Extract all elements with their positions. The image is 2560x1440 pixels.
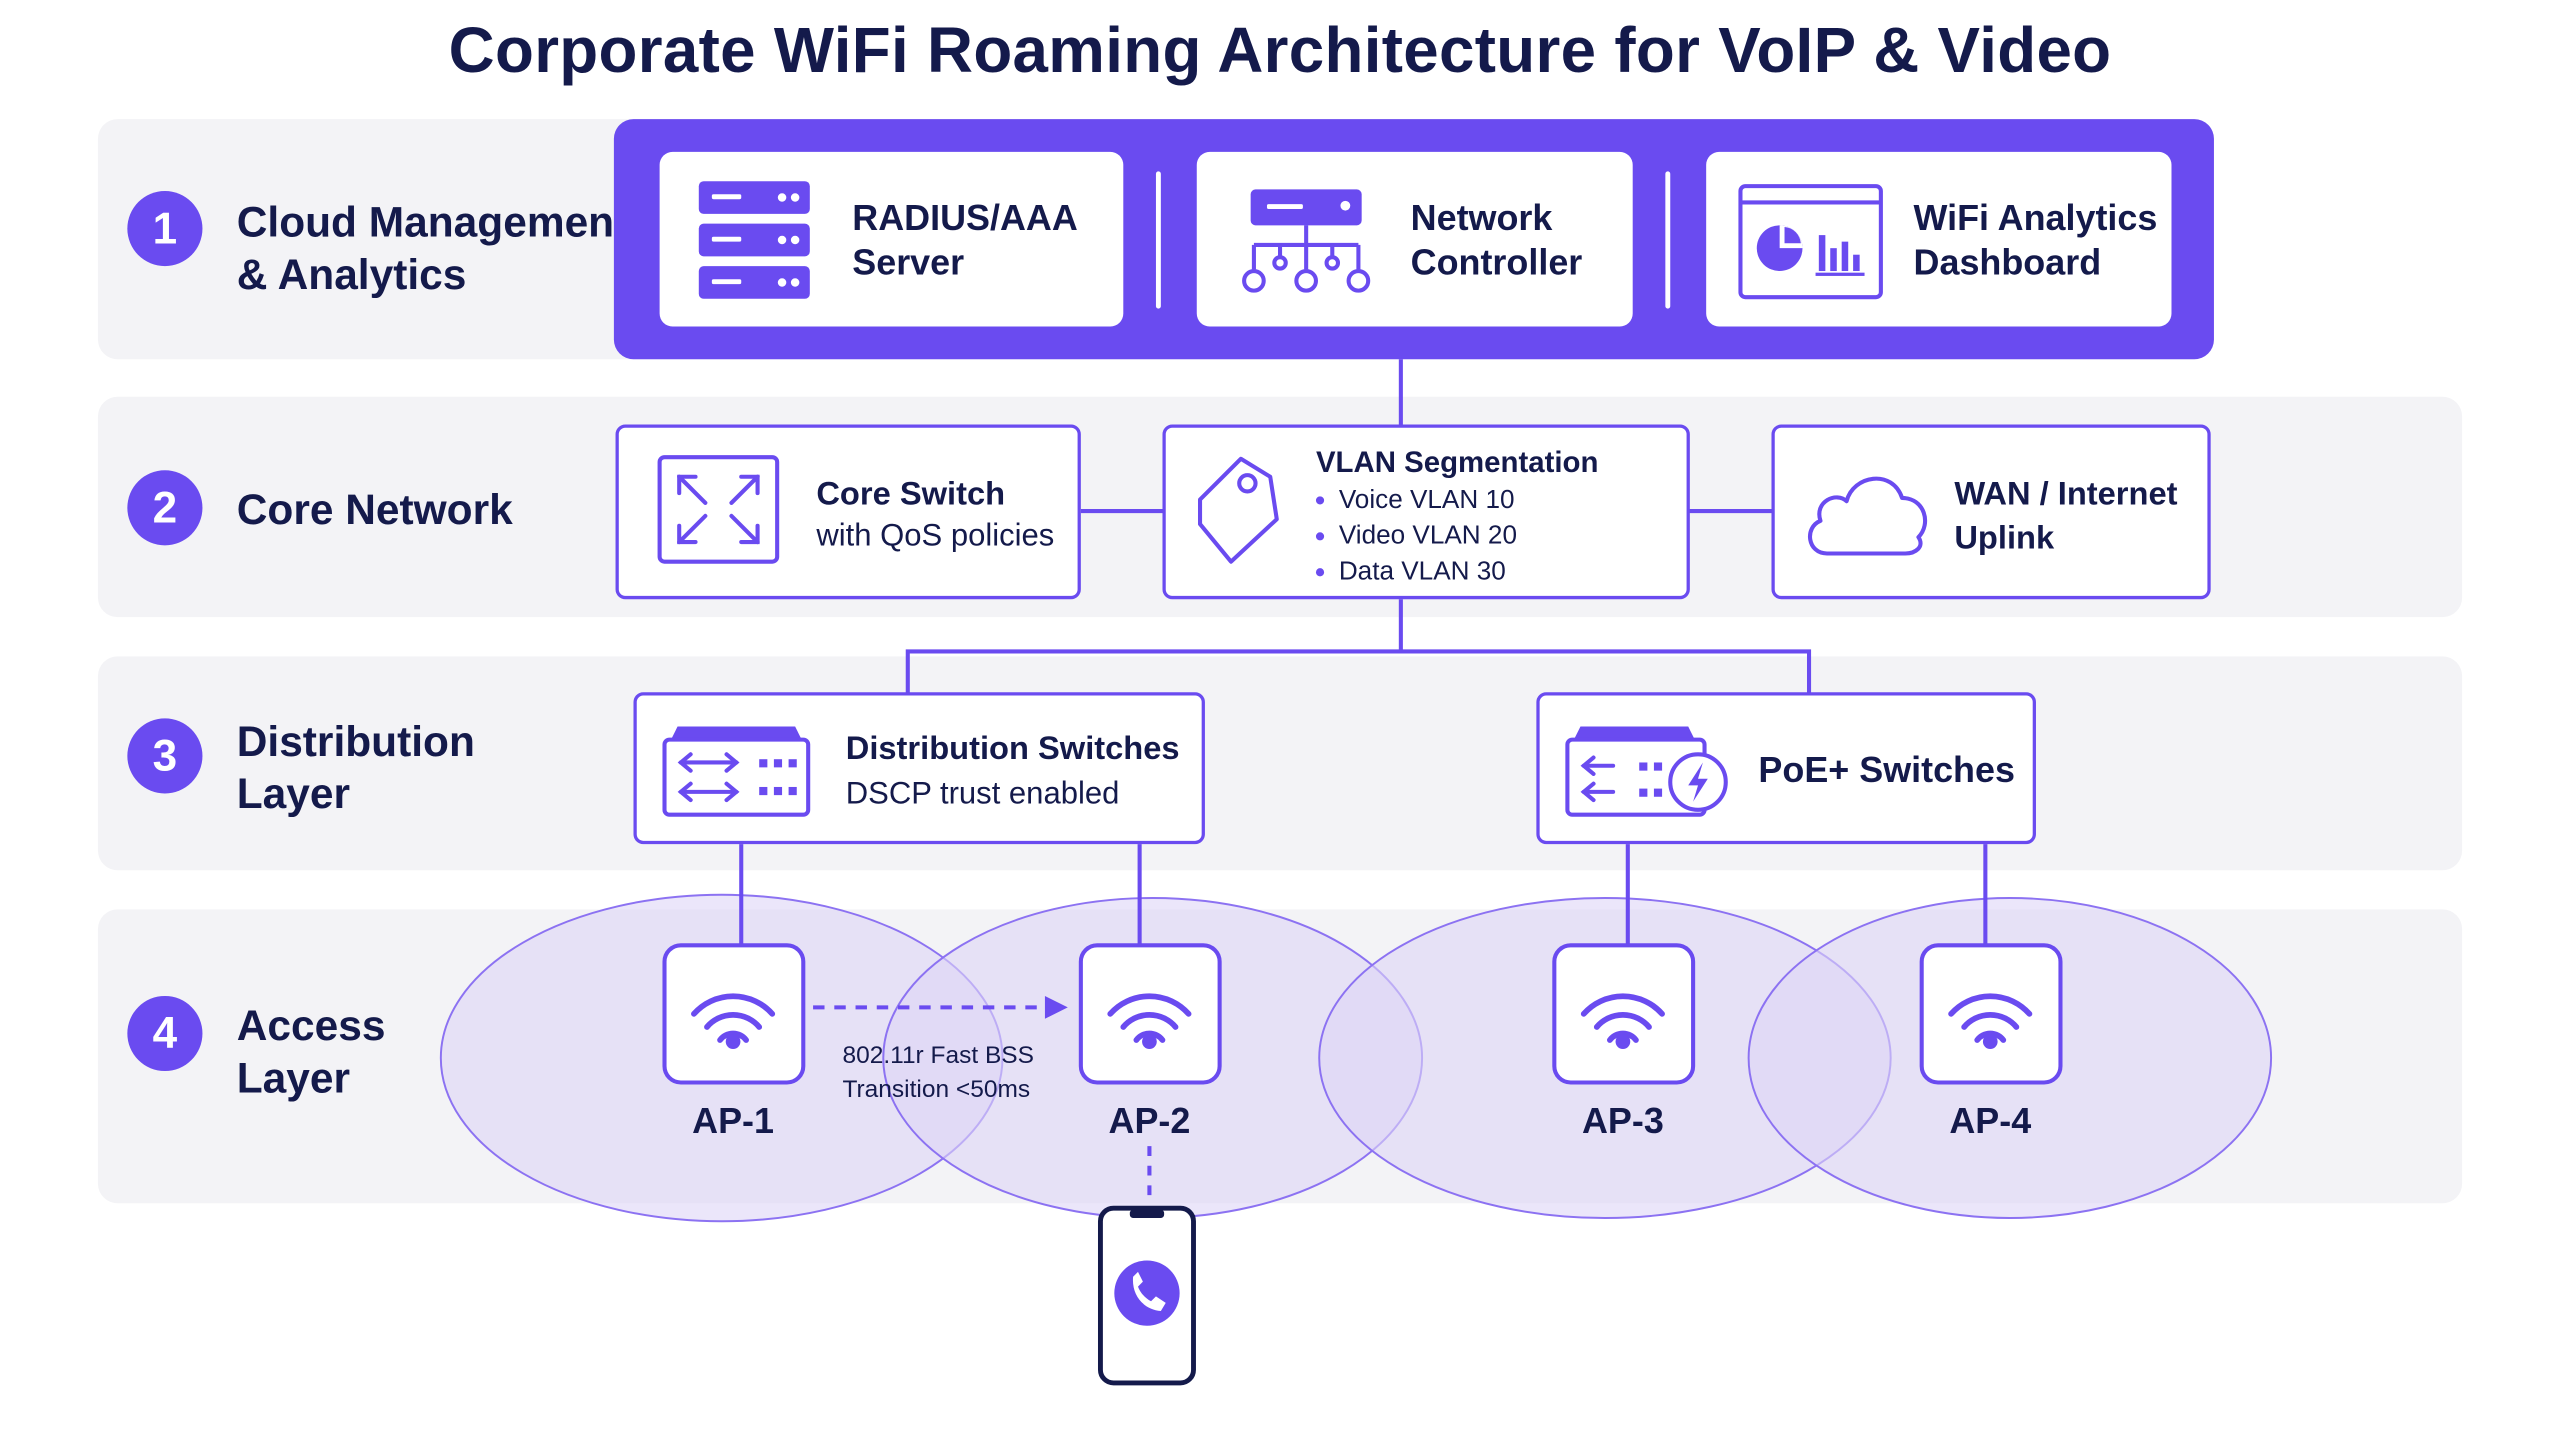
access-point-ap3 <box>1552 943 1696 1085</box>
access-point-ap4 <box>1919 943 2063 1085</box>
vlan-title: VLAN Segmentation <box>1315 445 1599 479</box>
diagram-title: Corporate WiFi Roaming Architecture for … <box>448 16 2112 87</box>
ap-label: AP-4 <box>1949 1100 2032 1142</box>
cloud-icon <box>1808 476 1928 556</box>
layer-badge-1: 1 <box>127 191 203 267</box>
phone-call-icon <box>1097 1205 1196 1386</box>
poe-switch-icon <box>1565 726 1728 817</box>
poe-switches-label: PoE+ Switches <box>1758 749 2015 791</box>
panel-divider <box>1155 171 1161 309</box>
ap-label: AP-3 <box>1581 1100 1664 1142</box>
panel-divider <box>1665 171 1671 309</box>
network-controller-card <box>1196 151 1633 327</box>
layer-band-distribution <box>97 656 2463 871</box>
server-rack-icon <box>698 181 810 299</box>
access-point-ap2 <box>1078 943 1222 1085</box>
wan-uplink-card <box>1771 424 2211 600</box>
tag-icon <box>1197 456 1279 564</box>
layer-label-cloud: Cloud Management& Analytics <box>236 197 629 299</box>
ap-label: AP-2 <box>1108 1100 1191 1142</box>
layer-badge-4: 4 <box>127 995 203 1072</box>
switch-icon <box>662 726 811 817</box>
vlan-item: Video VLAN 20 <box>1315 522 1517 551</box>
vlan-item: Voice VLAN 10 <box>1315 487 1515 516</box>
access-point-ap1 <box>662 943 806 1085</box>
poe-switches-card <box>1536 692 2036 845</box>
layer-badge-3: 3 <box>127 718 203 794</box>
analytics-dashboard-icon <box>1738 184 1883 300</box>
network-controller-icon <box>1242 189 1371 293</box>
vlan-segmentation-card <box>1162 424 1690 600</box>
ap-label: AP-1 <box>692 1100 775 1142</box>
core-switch-card <box>615 424 1081 600</box>
layer-label-core: Core Network <box>236 484 513 534</box>
vlan-item: Data VLAN 30 <box>1315 558 1506 587</box>
core-switch-icon <box>657 455 780 564</box>
layer-badge-2: 2 <box>127 470 203 546</box>
